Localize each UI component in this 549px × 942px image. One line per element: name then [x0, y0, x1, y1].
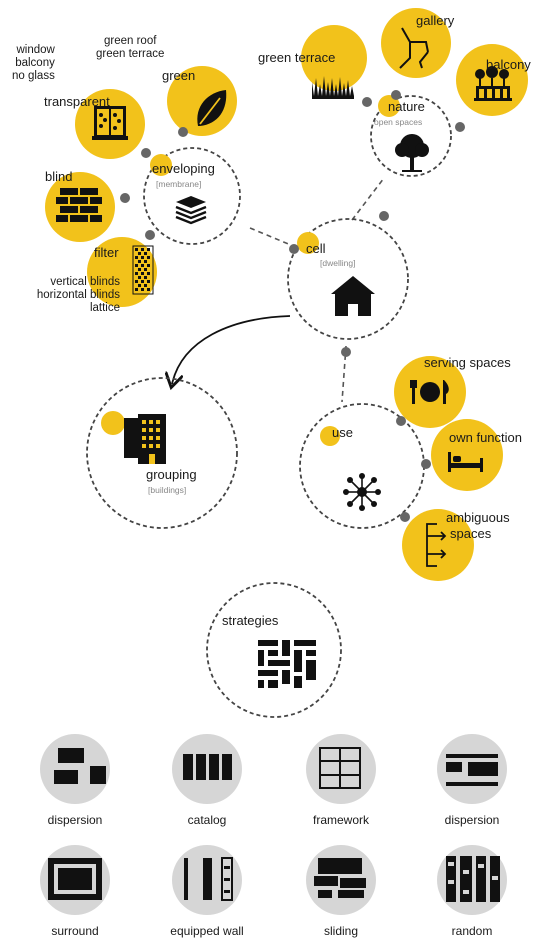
- nature-subtitle: open spaces: [374, 117, 423, 127]
- use-title: use: [332, 425, 353, 440]
- dispersion-icon: [54, 748, 106, 784]
- strategy-label-random: random: [451, 924, 493, 938]
- green-label: green: [162, 68, 196, 83]
- enveloping-subtitle: [membrane]: [156, 179, 202, 189]
- dispersion-alt-icon: [446, 754, 498, 786]
- transparent-examples: window balcony no glass: [12, 44, 55, 83]
- grouping-title: grouping: [146, 467, 197, 482]
- balcony-label: balcony: [486, 57, 531, 72]
- network-icon: [343, 473, 381, 511]
- grass-icon: [312, 76, 354, 99]
- lattice-icon: [132, 245, 154, 295]
- balcony-plants-icon: [474, 66, 512, 101]
- nature-title: nature: [388, 99, 425, 114]
- maze-icon: [258, 640, 316, 688]
- buildings-icon: [124, 414, 166, 464]
- strategies-title: strategies: [222, 613, 279, 628]
- cell-title: cell: [306, 241, 326, 256]
- connection-dots: [120, 90, 465, 522]
- own-function-label: own function: [449, 430, 522, 445]
- brick-wall-icon: [56, 188, 102, 222]
- serving-spaces-label: serving spaces: [424, 355, 511, 370]
- surround-icon: [48, 858, 102, 900]
- random-icon: [446, 856, 500, 902]
- green-terrace-label: green terrace: [258, 50, 336, 65]
- example-balcony: balcony: [15, 57, 55, 69]
- framework-icon: [319, 747, 361, 789]
- strategy-label-framework: framework: [312, 813, 370, 827]
- catalog-icon: [183, 754, 232, 780]
- example-green-terrace: green terrace: [96, 48, 165, 60]
- example-vertical-blinds: vertical blinds: [50, 276, 120, 288]
- house-icon: [331, 276, 375, 316]
- example-horizontal-blinds: horizontal blinds: [36, 289, 120, 301]
- ambiguous-line-1: ambiguous: [446, 510, 510, 525]
- ambiguous-space-icon: [426, 523, 447, 567]
- blind-label: blind: [45, 169, 73, 184]
- sliding-icon: [314, 858, 366, 898]
- filter-examples: vertical blinds horizontal blinds lattic…: [10, 276, 120, 315]
- grouping-subtitle: [buildings]: [148, 485, 187, 495]
- strategy-label-sliding: sliding: [323, 924, 359, 938]
- bed-icon: [448, 452, 483, 472]
- enveloping-title: enveloping: [152, 161, 215, 176]
- strategy-label-dispersion: dispersion: [47, 813, 103, 827]
- example-no-glass: no glass: [12, 70, 55, 82]
- ambiguous-line-2: spaces: [450, 526, 492, 541]
- equipped-wall-icon: [184, 857, 233, 901]
- green-examples: green roof green terrace: [96, 35, 164, 61]
- gallery-icon: [399, 27, 429, 69]
- example-lattice: lattice: [89, 302, 120, 314]
- grouping-arrow: [172, 315, 291, 384]
- filter-label: filter: [94, 245, 119, 260]
- example-green-roof: green roof: [103, 35, 157, 47]
- tree-icon: [395, 134, 429, 172]
- ambiguous-spaces-label: ambiguous spaces: [446, 510, 510, 542]
- cell-subtitle: [dwelling]: [320, 258, 356, 268]
- strategy-label-catalog: catalog: [187, 813, 227, 827]
- gallery-label: gallery: [416, 13, 455, 28]
- plate-cutlery-icon: [410, 380, 449, 404]
- strategy-label-equipped-wall: equipped wall: [170, 924, 244, 938]
- window-icon: [92, 106, 128, 140]
- strategy-label-surround: surround: [51, 924, 99, 938]
- leaf-icon: [197, 90, 227, 126]
- strategy-grid: [40, 734, 507, 915]
- example-window: window: [16, 44, 55, 56]
- strategy-label-dispersion-alt: dispersion: [444, 813, 500, 827]
- transparent-label: transparent: [44, 94, 110, 109]
- layers-icon: [175, 196, 207, 225]
